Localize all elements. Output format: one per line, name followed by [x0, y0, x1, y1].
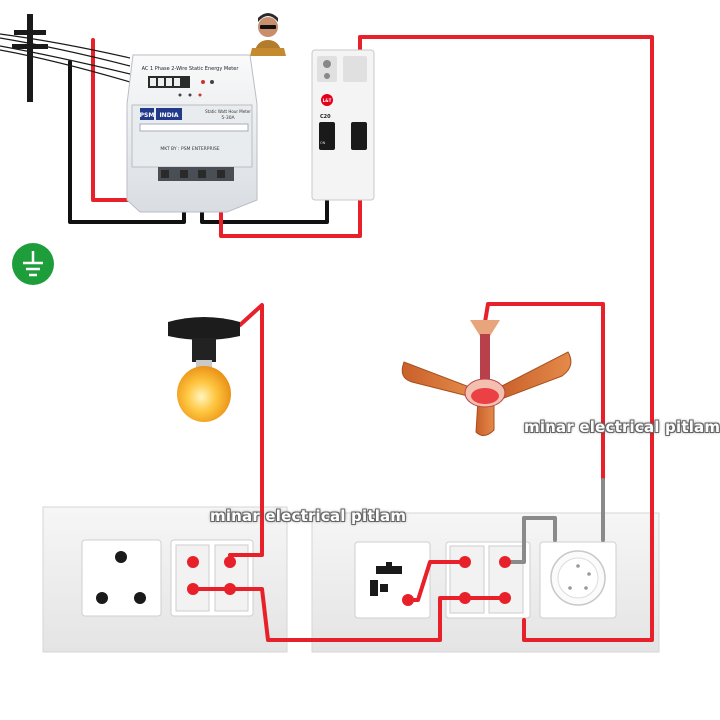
mcb-rating: C20 [320, 114, 331, 120]
bottom-link-wire [191, 587, 467, 642]
earth-ground-icon [12, 243, 54, 285]
mcb-lever-left[interactable] [319, 122, 335, 150]
mcb-brand-logo [321, 94, 333, 106]
meter-header: AC 1 Phase 2-Wire Static Energy Meter [142, 66, 240, 72]
mcb-brand: L&T [323, 98, 332, 103]
meter-rating: 5-30A [221, 115, 235, 121]
person-avatar-icon [250, 13, 286, 56]
mcb-on-label: ON [320, 141, 326, 145]
watermark-text: minar electrical pitlam [524, 418, 720, 436]
meter-brand: PSM [140, 112, 155, 119]
mcb-phase-out-wire [358, 35, 654, 642]
energy-meter: AC 1 Phase 2-Wire Static Energy Meter PS… [126, 54, 258, 213]
watermark-text: minar electrical pitlam [210, 507, 407, 525]
meter-brand-country: INDIA [159, 112, 178, 119]
left-switchboard [42, 506, 288, 653]
meter-maker: MKT BY : PSM ENTERPRISE [160, 146, 219, 152]
right-switchboard [311, 512, 660, 653]
fan-regulator-icon[interactable] [550, 550, 606, 606]
mcb-lever-right[interactable] [351, 122, 367, 150]
bulb-switch[interactable] [175, 544, 210, 612]
regulator-feed-wire [503, 516, 557, 564]
utility-pole-icon [0, 14, 131, 102]
universal-socket-icon[interactable] [370, 562, 402, 596]
fan-wire [483, 302, 605, 482]
ceiling-fan-icon [401, 320, 572, 436]
socket-3pin-icon[interactable] [96, 551, 146, 604]
mcb-breaker[interactable]: L&T C20 ON [311, 49, 375, 201]
meter-model: Static Watt Hour Meter [205, 109, 251, 114]
bulb-icon [168, 317, 240, 422]
bulb-wire [228, 303, 264, 557]
